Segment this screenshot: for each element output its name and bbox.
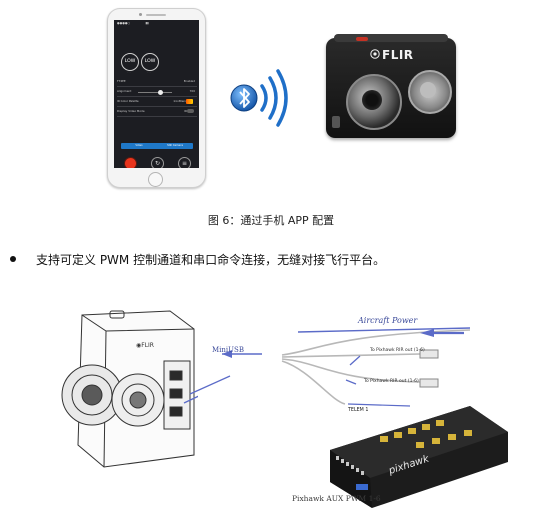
setting-label: IR Color Palette [117,99,139,103]
phone-home-button [148,172,163,187]
menu-icon[interactable]: ≡ [178,157,191,168]
setting-row-alignment[interactable]: Alignment 700 [117,88,197,95]
gauge-left-label: · · · [126,71,132,74]
label-aircraft-power: Aircraft Power [358,316,418,325]
bullet-dot [10,256,16,262]
setting-label: TT4EE [117,79,126,83]
label-pixhawk-rc-out-1: To Pixhawk RIR out (1-6) [370,348,425,353]
row-divider [117,106,197,107]
setting-row-tt4ee[interactable]: TT4EE Enabled [117,78,197,85]
flir-camera: FLIR [326,34,456,138]
phone-speaker [146,14,166,16]
camera-line-drawing: ◉FLIR [61,310,198,468]
gauge-right: LOW [141,53,159,71]
row-divider [117,116,197,117]
label-telem: TELEM 1 [348,408,369,413]
setting-label: Display Video Mode [117,109,145,113]
pixhawk-board: pixhawk [330,406,508,508]
label-miniusb: MiniUSB [212,346,244,354]
palette-swatch [186,99,193,104]
setting-row-video-mode[interactable]: Display Video Mode IR [117,108,197,115]
thermal-lens [346,74,402,130]
alignment-slider-knob[interactable] [158,90,163,95]
record-button[interactable] [124,157,137,168]
figure-caption: 图 6：通过手机 APP 配置 [207,214,335,227]
tab-video[interactable]: Video [135,144,143,147]
label-pixhawk-rc-out-2: To Pixhawk RIR out (1-6) [364,379,419,384]
setting-label: Alignment [117,89,132,93]
gauge-left: LOW [121,53,139,71]
video-mode-toggle[interactable] [187,109,194,113]
status-bar: ●●●●○ ▮▮ [117,21,149,25]
label-pixhawk-aux-pwm: Pixhawk AUX PWM 1-6 [292,494,381,503]
visible-lens [408,70,452,114]
tab-still-camera[interactable]: Still Camera [167,144,183,147]
setting-value: IronBlend [173,99,187,103]
phone-screen: ●●●●○ ▮▮ LOW LOW · · · · · · TT4EE Enabl… [114,20,199,168]
bluetooth-icon [230,69,288,127]
camera-power-button [356,37,368,41]
row-divider [117,96,197,97]
bullet-text: 支持可定义 PWM 控制通道和串口命令连接，无缝对接飞行平台。 [36,253,386,267]
mode-tabs: Video Still Camera [121,143,193,149]
camera-brand: FLIR [382,48,414,62]
camera-top-edge [334,34,448,42]
phone-mockup: ●●●●○ ▮▮ LOW LOW · · · · · · TT4EE Enabl… [107,8,206,188]
setting-value: Enabled [183,79,195,83]
phone-front-camera [139,13,142,16]
setting-value: 700 [189,89,195,93]
setting-row-palette[interactable]: IR Color Palette IronBlend [117,98,197,105]
flir-logo-icon [370,49,380,59]
camera-side-port [332,116,340,128]
row-divider [117,86,197,87]
setting-value: IR [184,109,187,113]
refresh-icon[interactable]: ↻ [151,157,164,168]
svg-text:◉FLIR: ◉FLIR [136,342,154,349]
gauge-right-label: · · · [146,71,152,74]
alignment-slider-track[interactable] [138,92,172,93]
